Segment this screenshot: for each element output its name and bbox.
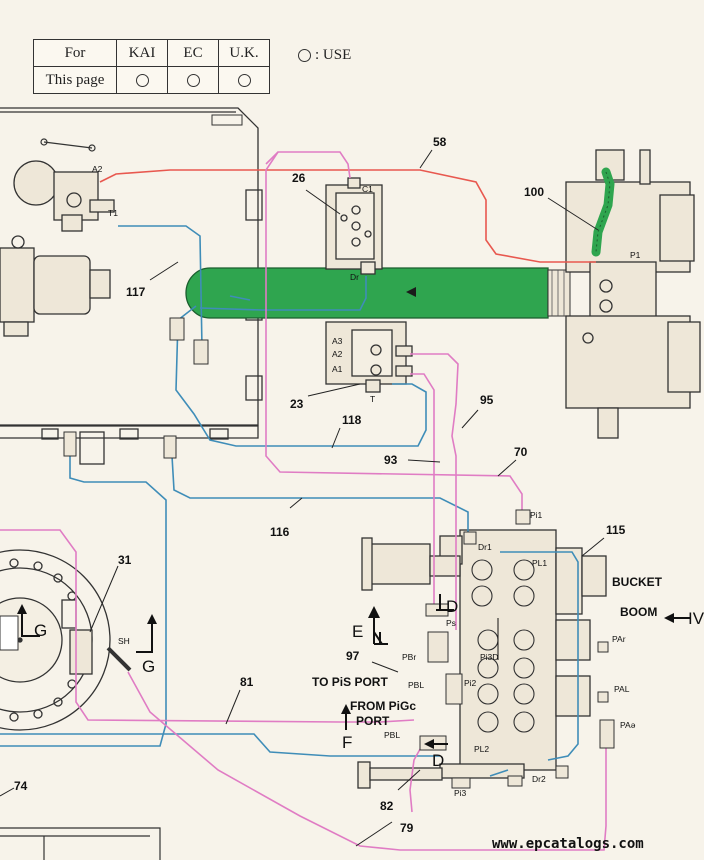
swing-motor: [0, 549, 132, 731]
port-t: T: [370, 394, 375, 404]
port-p1: P1: [630, 250, 641, 260]
port-dr: Dr: [350, 272, 359, 282]
port-a2-left: A2: [92, 164, 103, 174]
callout-26: 26: [292, 171, 306, 185]
use-circle-icon: [186, 73, 200, 87]
callout-numbers: 58 26 100 117 23 118 95 93 70 116 115 31…: [14, 135, 626, 835]
view-g-left: G: [34, 621, 47, 640]
usage-table: For KAI EC U.K. This page: [33, 39, 270, 94]
usage-table-row-label: This page: [33, 66, 117, 94]
port-pl2: PL2: [474, 744, 489, 754]
use-legend-text: : USE: [315, 47, 352, 63]
callout-117: 117: [126, 285, 146, 299]
port-a2: A2: [332, 349, 343, 359]
hydraulic-tank: [185, 267, 571, 319]
callout-95: 95: [480, 393, 494, 407]
port-pbl-bottom: PBL: [384, 730, 400, 740]
port-a3: A3: [332, 336, 343, 346]
view-iv: IV: [688, 609, 704, 628]
port-pbr: PBr: [402, 652, 416, 662]
callout-118: 118: [342, 413, 362, 427]
port-sh: SH: [118, 636, 130, 646]
port-pal: PAL: [614, 684, 630, 694]
port-pa-right: PAə: [620, 720, 636, 730]
label-from-pigc: FROM PiGc: [350, 699, 416, 713]
port-par: PAr: [612, 634, 626, 644]
label-boom: BOOM: [620, 605, 657, 619]
port-labels: A2 T1 C1 Dr P1 A3 A2 A1 T Pi1 Dr1 PL1 Ps…: [92, 164, 641, 798]
port-pi2: Pi2: [464, 678, 477, 688]
callout-31: 31: [118, 553, 132, 567]
upper-frame: [0, 107, 263, 465]
usage-mark-uk: [218, 66, 270, 94]
callout-93: 93: [384, 453, 398, 467]
port-pl1: PL1: [532, 558, 547, 568]
section-markers: [17, 594, 690, 749]
use-circle-icon: [135, 73, 149, 87]
usage-table-header-row: For KAI EC U.K.: [33, 39, 270, 67]
use-circle-icon: [237, 73, 251, 87]
control-valve-spools: [471, 559, 535, 733]
usage-table-header-ec: EC: [167, 39, 219, 67]
callout-82: 82: [380, 799, 394, 813]
callout-23: 23: [290, 397, 304, 411]
control-valve: [357, 529, 607, 789]
use-legend: : USE: [298, 47, 351, 64]
view-g-right: G: [142, 657, 155, 676]
main-pump: [565, 149, 701, 439]
callout-70: 70: [514, 445, 528, 459]
footer-url: www.epcatalogs.com: [492, 836, 644, 852]
view-e: E: [352, 622, 363, 641]
callout-74: 74: [14, 779, 28, 793]
label-from-pigc-port: PORT: [356, 714, 390, 728]
callout-81: 81: [240, 675, 254, 689]
callout-79: 79: [400, 821, 414, 835]
port-pi3: Pi3: [454, 788, 467, 798]
port-pi1: Pi1: [530, 510, 543, 520]
pump-green-hose: [591, 167, 615, 257]
port-pi3d: Pi3D: [480, 652, 498, 662]
hose-58-red: [99, 169, 596, 263]
view-letters: G G E F D D IV: [34, 597, 704, 770]
usage-table-header-for: For: [33, 39, 117, 67]
hose-pink-set: [0, 151, 607, 851]
hose-blue-set: [0, 225, 579, 777]
callout-115: 115: [606, 523, 626, 537]
view-f: F: [342, 733, 352, 752]
usage-table-row: This page: [33, 66, 270, 94]
leader-lines: [0, 149, 605, 847]
drain-pipe-topleft: [40, 138, 96, 152]
label-to-pis-port: TO PiS PORT: [312, 675, 388, 689]
view-d-top: D: [446, 597, 458, 616]
callout-97: 97: [346, 649, 360, 663]
label-bucket: BUCKET: [612, 575, 663, 589]
port-c1: C1: [362, 184, 373, 194]
port-pbl-top: PBL: [408, 680, 424, 690]
port-dr1: Dr1: [478, 542, 492, 552]
function-labels: BUCKET BOOM TO PiS PORT FROM PiGc PORT: [312, 575, 663, 728]
callout-116: 116: [270, 525, 290, 539]
callout-100: 100: [524, 185, 544, 199]
port-t1: T1: [108, 208, 118, 218]
port-dr2: Dr2: [532, 774, 546, 784]
lower-frame: [0, 827, 161, 860]
use-circle-icon: [298, 49, 311, 63]
motor-unit: [0, 160, 115, 337]
callout-58: 58: [433, 135, 447, 149]
view-d-bottom: D: [432, 751, 444, 770]
valve-26: [325, 177, 383, 275]
valve-23: [325, 321, 413, 393]
port-a1: A1: [332, 364, 343, 374]
motor-block: [0, 615, 19, 651]
port-ps: Ps: [446, 618, 456, 628]
usage-table-header-kai: KAI: [116, 39, 168, 67]
